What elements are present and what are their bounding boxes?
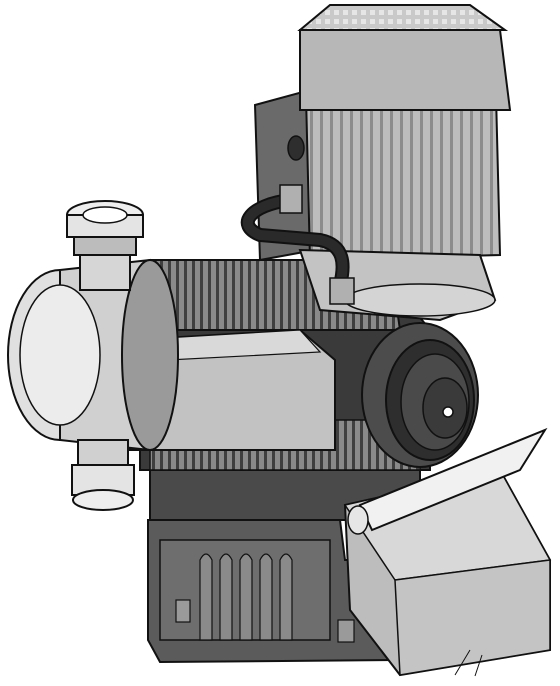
power-cable <box>240 184 355 305</box>
top-valve <box>66 200 144 291</box>
cover-lid <box>347 427 548 535</box>
stroke-knob <box>361 322 479 468</box>
bottom-valve <box>71 439 135 511</box>
motor <box>253 4 512 322</box>
pump-head <box>7 258 179 452</box>
